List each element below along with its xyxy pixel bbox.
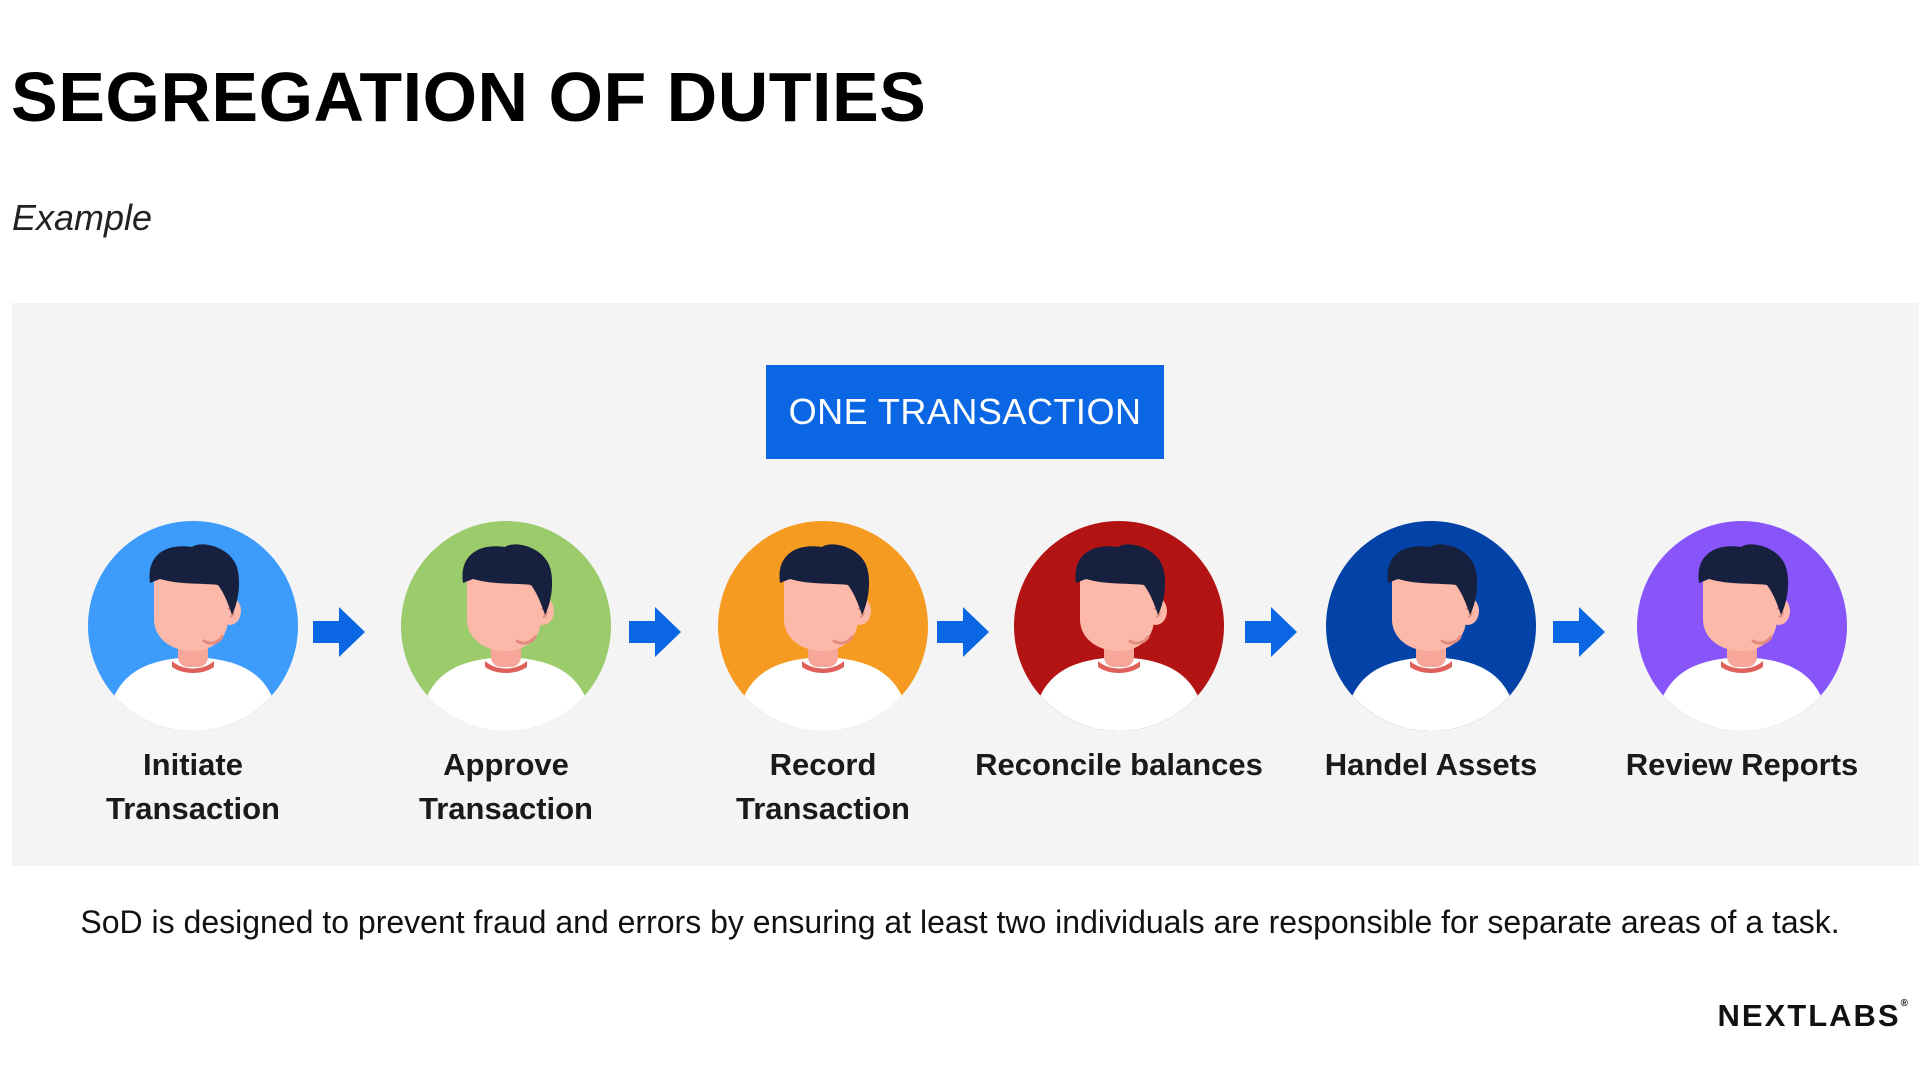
one-transaction-badge: ONE TRANSACTION <box>766 365 1164 459</box>
person-avatar-icon <box>401 521 611 731</box>
step-initiate-transaction: Initiate Transaction <box>33 521 353 831</box>
step-reconcile-balances: Reconcile balances <box>959 521 1279 787</box>
page-title: SEGREGATION OF DUTIES <box>11 58 927 136</box>
diagram-panel: ONE TRANSACTION Initiate Transaction <box>12 303 1919 866</box>
person-avatar-icon <box>1014 521 1224 731</box>
person-avatar-icon <box>1637 521 1847 731</box>
step-approve-transaction: Approve Transaction <box>346 521 666 831</box>
step-handel-assets: Handel Assets <box>1271 521 1591 787</box>
person-avatar-icon <box>1326 521 1536 731</box>
step-label-line-1: Initiate <box>143 747 243 782</box>
person-avatar-icon <box>88 521 298 731</box>
arrow-right-icon <box>629 607 681 657</box>
step-record-transaction: Record Transaction <box>663 521 983 831</box>
person-avatar-icon <box>718 521 928 731</box>
step-label-line-1: Reconcile balances <box>975 747 1263 782</box>
nextlabs-logo: NEXTLABS® <box>1718 998 1908 1034</box>
step-label-line-2: Transaction <box>736 791 910 826</box>
arrow-right-icon <box>313 607 365 657</box>
registered-mark: ® <box>1900 998 1908 1009</box>
logo-text: NEXTLABS <box>1717 998 1901 1033</box>
caption-text: SoD is designed to prevent fraud and err… <box>80 904 1840 940</box>
step-label-line-2: Transaction <box>419 791 593 826</box>
step-label-line-1: Approve <box>443 747 569 782</box>
arrow-right-icon <box>1245 607 1297 657</box>
step-label-line-1: Review Reports <box>1625 747 1859 782</box>
page-subtitle: Example <box>12 197 153 238</box>
arrow-right-icon <box>1553 607 1605 657</box>
arrow-right-icon <box>937 607 989 657</box>
step-label-line-2: Transaction <box>106 791 280 826</box>
step-label-line-1: Handel Assets <box>1324 747 1538 782</box>
step-review-reports: Review Reports <box>1582 521 1902 787</box>
step-label-line-1: Record <box>769 747 877 782</box>
